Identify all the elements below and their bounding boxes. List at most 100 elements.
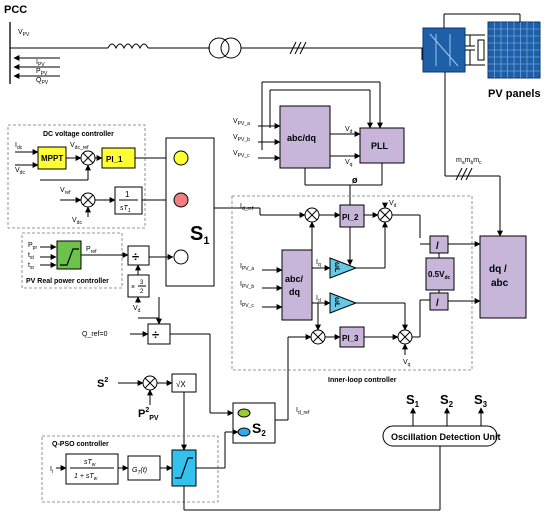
q-ref-label: Q_ref=0 <box>82 331 108 338</box>
oscillation-detection: Oscillation Detection Unit S1 S2 S3 <box>382 392 501 447</box>
dq-abc-label-2: abc <box>491 278 509 289</box>
vdc-ref-label: Vdc_ref <box>70 142 89 151</box>
half-vdc-label: 0.5Vdc <box>428 270 451 281</box>
dc-controller-title: DC voltage controller <box>43 131 114 138</box>
s1-label: S1 <box>190 223 209 247</box>
ii-label: Ii <box>50 466 53 475</box>
ipvc-label: IPV_c <box>240 300 254 309</box>
washout-block <box>65 453 119 485</box>
mppt-label: MPPT <box>41 154 63 163</box>
slash-q: / <box>436 298 439 309</box>
pcc-label: PCC <box>4 4 27 16</box>
odu-label: Oscillation Detection Unit <box>391 432 501 442</box>
vdc2-label: Vdc <box>72 217 82 226</box>
vpv-label: VPV <box>18 29 30 38</box>
gain-num: 3 <box>140 280 144 286</box>
s1-input-yellow <box>173 150 189 166</box>
vdc-label: Vdc <box>15 167 25 176</box>
s2-input-blue <box>237 427 251 437</box>
p2pv-label: P2PV <box>138 407 159 422</box>
s1-input-red <box>173 192 189 208</box>
q-branch: Q_ref=0 ÷ S2 P2PV √X S2 Id_ref <box>82 297 312 451</box>
sqrt-label: √X <box>176 380 186 389</box>
vd-label-t: Vd <box>345 126 353 135</box>
pv-power-title: PV Real power controller <box>26 278 109 285</box>
dq-abc-block <box>479 235 527 319</box>
grid-section: PCC VPV IPV PPV QPV <box>4 4 423 86</box>
pi1-label: PI_1 <box>106 155 123 164</box>
q-pso-controller: Q-PSO controller Ii sTw 1 + sTw GT(t) <box>41 429 441 511</box>
id-label: Id <box>316 295 321 304</box>
gt-block <box>127 455 161 481</box>
vpva-label: VPV_a <box>233 118 250 127</box>
ppr-label: Ppr <box>28 242 37 251</box>
divide-block-q <box>429 292 449 311</box>
omega-l-label-2: ωL <box>333 297 340 308</box>
pv-panel-section: PV panels <box>422 13 541 100</box>
odu-block <box>382 425 498 447</box>
qpso-title: Q-PSO controller <box>52 441 109 448</box>
qpso-frame <box>41 435 219 503</box>
abc-dq-current-label-2: dq <box>289 287 300 297</box>
s2-input-olive <box>237 408 251 418</box>
ramp-icon <box>60 248 79 266</box>
washout-num: sTw <box>84 459 96 468</box>
odu-s1: S1 <box>406 392 420 409</box>
omega-l-label-1: ωL <box>333 262 340 273</box>
qpv-label: QPV <box>36 77 49 86</box>
omega-l-gain-1 <box>329 257 358 279</box>
abc-dq-current-label-1: abc/ <box>285 274 304 284</box>
vref-label: Vref <box>60 187 71 196</box>
omega-l-gain-2 <box>329 292 358 314</box>
pi2-block <box>339 204 365 228</box>
idc-label: Idc <box>15 142 23 151</box>
pv-real-power-controller: Ppr tst tsr Pref PV Real power controlle… <box>21 232 174 314</box>
phi-label: ø <box>352 175 358 185</box>
abc-dq-current-block <box>281 249 313 321</box>
vd-label-inner: Vd <box>389 200 397 209</box>
pv-power-frame <box>21 232 123 289</box>
odu-s3: S3 <box>474 392 488 409</box>
transformer-secondary <box>220 37 242 59</box>
s2-squared-label: S2 <box>97 377 108 390</box>
vd-label-p: Vd <box>133 305 141 314</box>
tst-label: tst <box>28 252 34 261</box>
id-ref-label-s2: Id_ref <box>296 407 310 416</box>
pv-panels-label: PV panels <box>488 88 541 100</box>
ipvb-label: IPV_b <box>240 281 254 290</box>
pll-block <box>359 127 405 164</box>
dc-voltage-controller: DC voltage controller Idc Vdc MPPT Vdc_r… <box>7 124 174 229</box>
voltage-transform: VPV_a VPV_b VPV_c abc/dq Vd Vq PLL ø mam… <box>233 48 503 266</box>
inner-loop-title: Inner-loop controller <box>328 377 397 384</box>
tf-den: sT1 <box>120 205 131 214</box>
gain-den: 2 <box>140 289 144 295</box>
slash-d: / <box>436 241 439 252</box>
iq-label: Iq <box>316 259 321 268</box>
vq-label-t: Vq <box>345 159 353 168</box>
ipva-label: IPV_a <box>240 263 254 272</box>
divide-symbol-q: ÷ <box>152 327 159 342</box>
gain-x: × <box>131 284 135 291</box>
pll-label: PLL <box>371 141 389 151</box>
s1-input-white <box>173 249 189 265</box>
pi2-label: PI_2 <box>342 213 359 222</box>
divide-block-d <box>429 235 449 254</box>
ppv-label: PPV <box>36 68 48 77</box>
vq-label-inner: Vq <box>403 359 411 368</box>
inner-loop-controller: Id_ref PI_2 Vd IPV_a IPV_b IPV_c abc/ dq… <box>231 195 527 384</box>
washout-den: 1 + sTw <box>74 473 98 482</box>
abc-dq-voltage-label: abc/dq <box>287 133 316 143</box>
tf-num: 1 <box>125 190 130 199</box>
vpvc-label: VPV_c <box>233 150 250 159</box>
divide-symbol-p: ÷ <box>132 249 139 264</box>
s2-label: S2 <box>252 420 266 438</box>
s1-frame <box>165 137 215 287</box>
s1-switch: S1 <box>165 137 260 287</box>
dq-abc-label-1: dq / <box>489 264 507 275</box>
gt-label: GT(t) <box>132 467 147 476</box>
inner-loop-frame <box>231 195 473 371</box>
half-vdc-block <box>425 257 455 291</box>
line-inductor <box>107 43 149 50</box>
limiter-icon <box>175 457 193 479</box>
